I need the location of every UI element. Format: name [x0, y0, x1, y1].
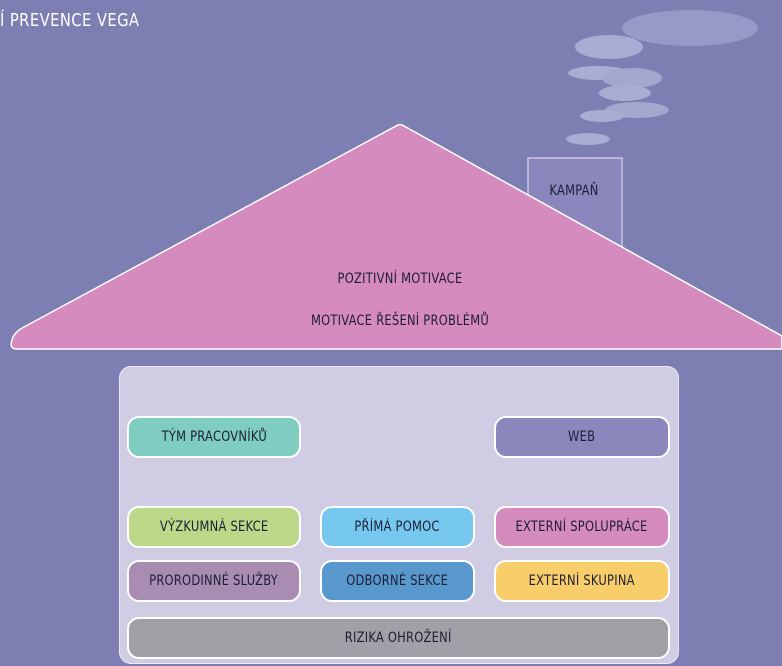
- family-services-label: PRORODINNÉ SLUŽBY: [149, 573, 279, 589]
- chimney-label: KAMPAŇ: [549, 183, 599, 199]
- smoke-clouds: [566, 10, 758, 145]
- roof-shape: [10, 123, 782, 350]
- risks-label: RIZIKA OHROŽENÍ: [345, 630, 452, 646]
- roof-label-positive-motivation: POZITIVNÍ MOTIVACE: [337, 271, 463, 287]
- external-group-box[interactable]: EXTERNÍ SKUPINA: [494, 560, 670, 602]
- expert-sections-label: ODBORNÉ SEKCE: [346, 573, 449, 589]
- external-cooperation-box[interactable]: EXTERNÍ SPOLUPRÁCE: [494, 506, 670, 548]
- direct-help-label: PŘÍMÁ POMOC: [354, 519, 441, 535]
- web-box-label: WEB: [568, 429, 596, 445]
- external-cooperation-label: EXTERNÍ SPOLUPRÁCE: [515, 519, 649, 535]
- direct-help-box[interactable]: PŘÍMÁ POMOC: [320, 506, 475, 548]
- page-title: Í PREVENCE VEGA: [0, 10, 140, 31]
- roof-label-problem-solving: MOTIVACE ŘEŠENÍ PROBLÉMŮ: [310, 313, 490, 329]
- team-box[interactable]: TÝM PRACOVNÍKŮ: [127, 416, 301, 458]
- external-group-label: EXTERNÍ SKUPINA: [528, 573, 636, 589]
- web-box[interactable]: WEB: [494, 416, 670, 458]
- family-services-box[interactable]: PRORODINNÉ SLUŽBY: [127, 560, 301, 602]
- team-box-label: TÝM PRACOVNÍKŮ: [161, 429, 267, 445]
- research-section-box[interactable]: VÝZKUMNÁ SEKCE: [127, 506, 301, 548]
- research-section-label: VÝZKUMNÁ SEKCE: [159, 519, 269, 535]
- risks-box[interactable]: RIZIKA OHROŽENÍ: [127, 617, 670, 659]
- expert-sections-box[interactable]: ODBORNÉ SEKCE: [320, 560, 475, 602]
